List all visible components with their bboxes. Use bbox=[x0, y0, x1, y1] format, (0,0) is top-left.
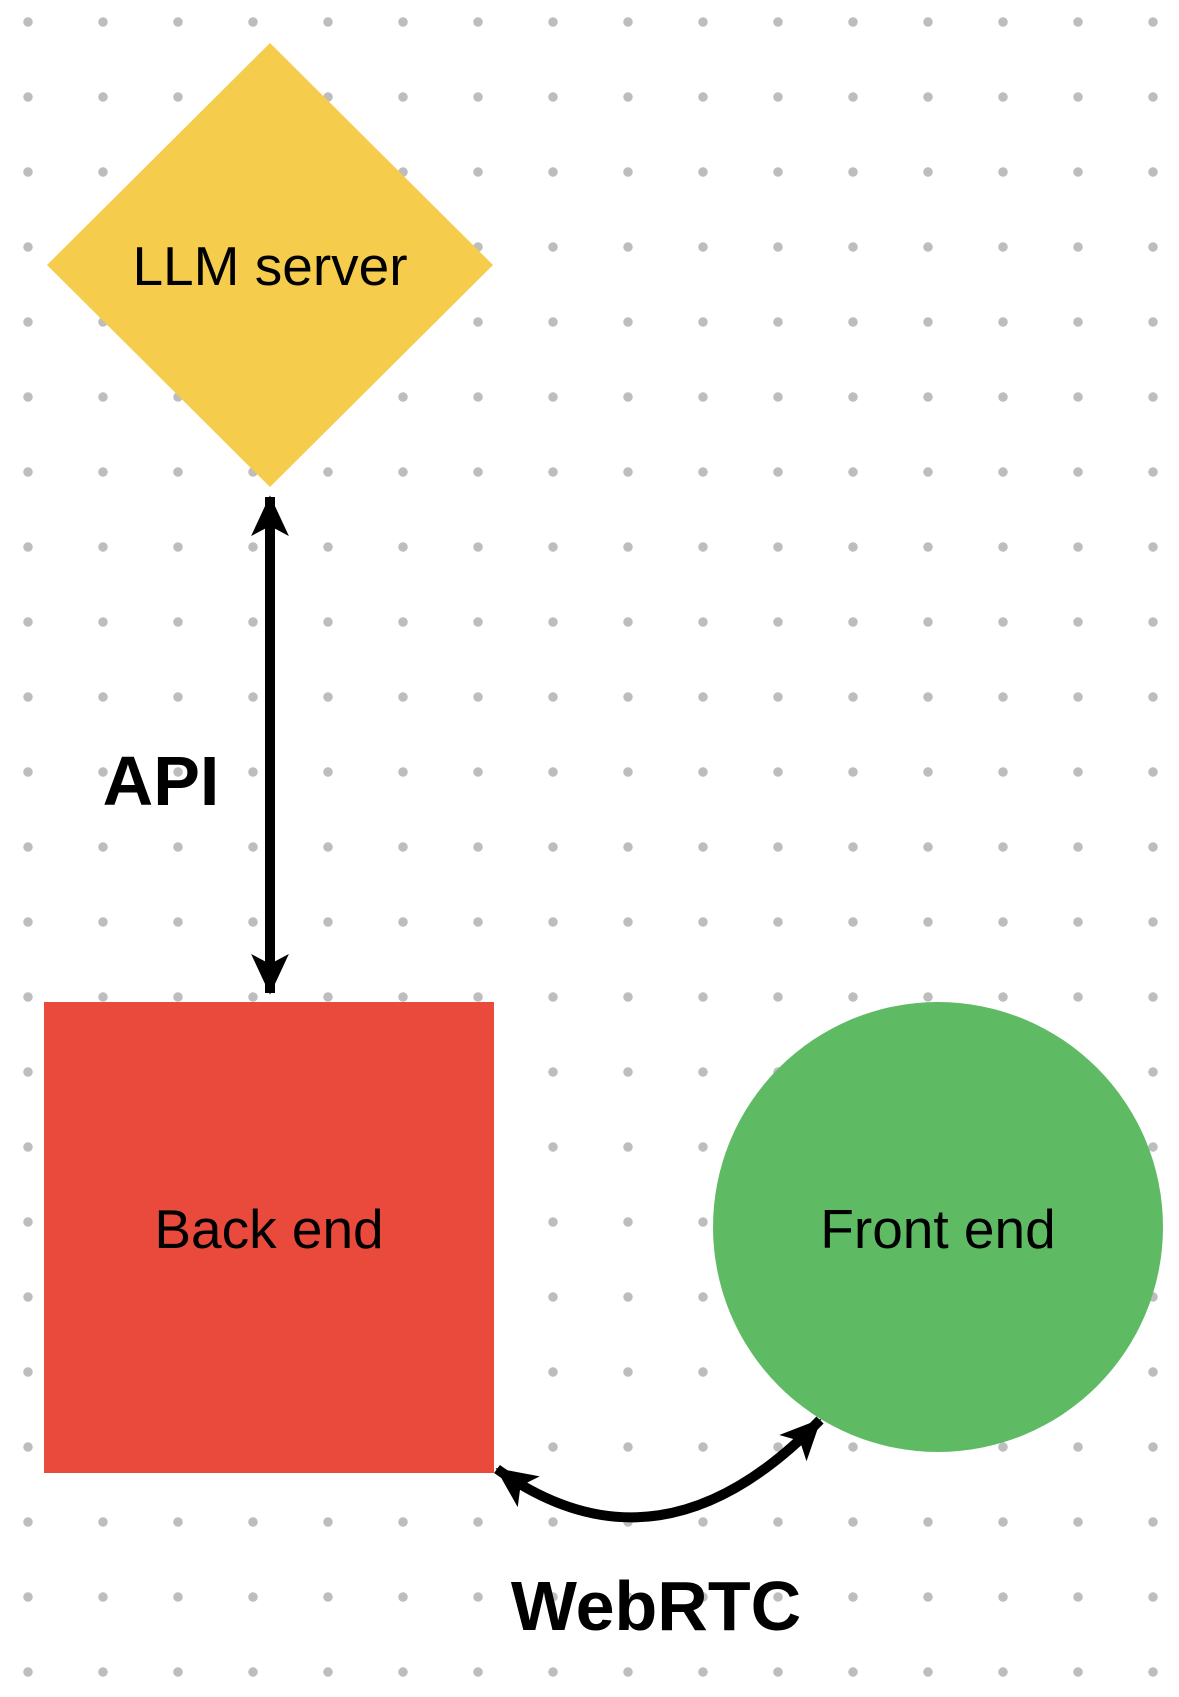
back-end-node[interactable] bbox=[44, 1002, 494, 1473]
api-label: API bbox=[103, 742, 220, 820]
llm-server-label: LLM server bbox=[132, 235, 407, 297]
llm-server-node[interactable] bbox=[47, 43, 493, 487]
webrtc-arrow[interactable] bbox=[494, 1416, 824, 1523]
webrtc-label: WebRTC bbox=[511, 1567, 801, 1645]
back-end-label: Back end bbox=[154, 1198, 383, 1260]
front-end-node[interactable] bbox=[713, 1002, 1163, 1452]
front-end-label: Front end bbox=[820, 1198, 1055, 1260]
